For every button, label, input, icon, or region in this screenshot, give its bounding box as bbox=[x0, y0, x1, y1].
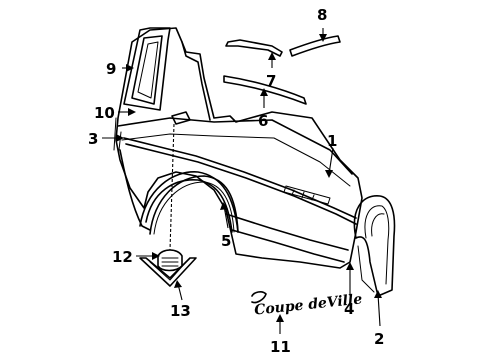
callout-6: 6 bbox=[258, 112, 268, 130]
callout-8: 8 bbox=[317, 6, 327, 24]
callout-labels: 1 2 3 4 5 6 7 8 9 10 11 12 13 bbox=[88, 6, 384, 356]
callout-13: 13 bbox=[170, 302, 191, 320]
wheel-opening-molding bbox=[149, 175, 239, 235]
callout-9: 9 bbox=[106, 60, 116, 78]
quarter-panel bbox=[113, 27, 363, 269]
callout-12: 12 bbox=[112, 248, 133, 266]
quarter-window-frame bbox=[123, 27, 171, 111]
callout-2: 2 bbox=[374, 330, 384, 348]
emblem-bezel bbox=[139, 257, 197, 287]
callout-7: 7 bbox=[266, 72, 276, 90]
callout-11: 11 bbox=[270, 338, 291, 356]
emblem-base bbox=[157, 249, 183, 272]
leaders bbox=[102, 28, 382, 334]
callout-3: 3 bbox=[88, 130, 98, 148]
belt-molding bbox=[223, 75, 307, 105]
wheelhouse-liner bbox=[353, 195, 396, 297]
callout-5: 5 bbox=[221, 232, 231, 250]
drip-molding bbox=[289, 35, 341, 57]
callout-10: 10 bbox=[94, 104, 115, 122]
roof-molding-upper bbox=[225, 39, 283, 57]
callout-4: 4 bbox=[344, 300, 354, 318]
callout-1: 1 bbox=[327, 132, 337, 150]
